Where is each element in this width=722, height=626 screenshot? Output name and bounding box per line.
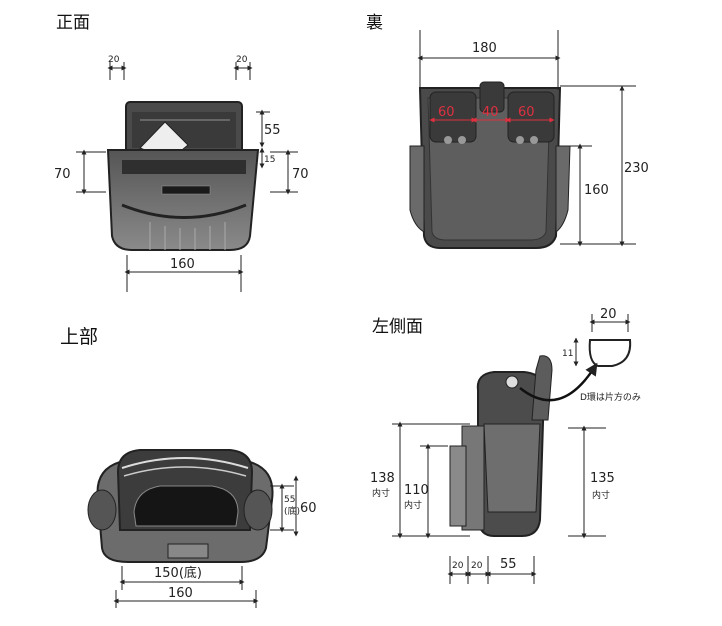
- d-ring-note: D環は片方のみ: [580, 391, 641, 403]
- front-dim-left-20: 20: [108, 55, 120, 65]
- front-dim-15: 15: [264, 155, 275, 165]
- top-view-label: 上部: [60, 326, 99, 348]
- top-dim-55: 55: [284, 495, 295, 505]
- left-dim-ring-20: 20: [600, 307, 617, 322]
- left-dim-w3-55: 55: [500, 557, 517, 572]
- back-dim-230: 230: [624, 161, 649, 176]
- left-dim-ring-11: 11: [562, 349, 573, 359]
- back-dimension-lines: [417, 30, 636, 247]
- left-side-dimension-lines: [392, 314, 631, 584]
- left-dim-110: 110: [404, 483, 429, 498]
- back-dim-40: 40: [482, 105, 499, 120]
- front-dim-55: 55: [264, 123, 281, 138]
- front-dimension-lines: [76, 62, 298, 292]
- front-dim-left-70: 70: [54, 167, 71, 182]
- top-dimension-lines: [113, 475, 299, 608]
- top-dim-60: 60: [300, 501, 317, 516]
- top-dim-55-note: (底): [284, 505, 300, 517]
- left-dim-w2-20: 20: [471, 561, 483, 571]
- left-dim-135: 135: [590, 471, 615, 486]
- top-view-drawing: [87, 449, 274, 563]
- back-dim-180: 180: [472, 41, 497, 56]
- back-view-drawing: [409, 81, 571, 249]
- left-dim-110-note: 内寸: [404, 499, 422, 511]
- back-view-label: 裏: [366, 13, 383, 33]
- left-dim-138-note: 内寸: [372, 487, 390, 499]
- top-dim-150-bottom: 150(底): [154, 565, 202, 581]
- top-dim-160: 160: [168, 586, 193, 601]
- back-dim-60-right: 60: [518, 105, 535, 120]
- left-dim-138: 138: [370, 471, 395, 486]
- front-dim-160: 160: [170, 257, 195, 272]
- back-dim-60-left: 60: [438, 105, 455, 120]
- left-dim-w1-20: 20: [452, 561, 464, 571]
- front-dim-right-20: 20: [236, 55, 248, 65]
- front-view-drawing: [106, 101, 260, 251]
- left-side-view-label: 左側面: [372, 317, 423, 337]
- left-side-view-drawing: [449, 339, 632, 537]
- left-dim-135-note: 内寸: [592, 489, 610, 501]
- front-dim-right-70: 70: [292, 167, 309, 182]
- front-view-label: 正面: [56, 13, 90, 33]
- back-dim-160: 160: [584, 183, 609, 198]
